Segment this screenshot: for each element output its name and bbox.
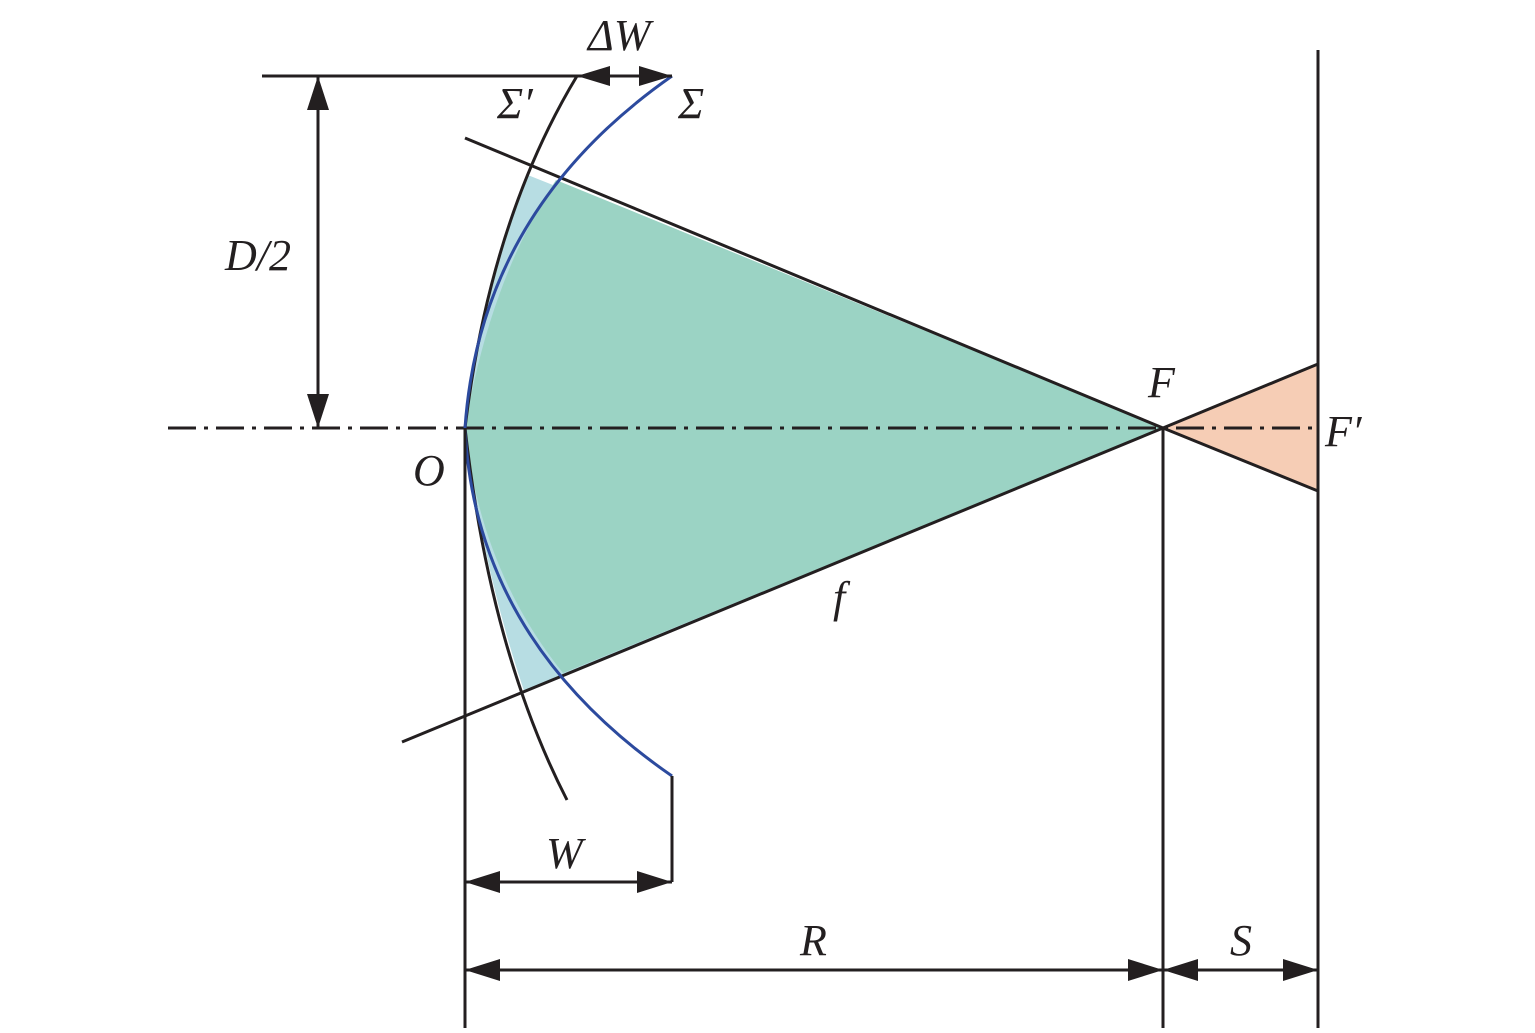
delta-w-arrow-right — [639, 66, 672, 86]
upper-ray-line — [464, 136, 1164, 430]
d-half-arrow-bottom — [307, 394, 329, 428]
s-arrow-right — [1283, 959, 1318, 981]
r-label: R — [799, 916, 827, 965]
focus-point-label: F — [1147, 358, 1176, 407]
r-arrow-left — [465, 959, 500, 981]
d-half-label: D/2 — [224, 231, 291, 280]
f-prime-label: F′ — [1324, 407, 1363, 456]
w-arrow-left — [465, 871, 500, 893]
focal-length-label: f — [833, 573, 851, 622]
delta-w-arrow-left — [577, 66, 610, 86]
s-arrow-left — [1163, 959, 1198, 981]
spot-upper-line — [1162, 362, 1319, 430]
s-label: S — [1230, 916, 1252, 965]
origin-label: O — [413, 446, 445, 495]
lower-ray-line — [401, 426, 1164, 744]
spot-lower-line — [1162, 426, 1319, 493]
w-arrow-right — [637, 871, 672, 893]
sigma-label: Σ — [677, 79, 704, 128]
w-label: W — [546, 829, 586, 878]
sigma-prime-label: Σ′ — [496, 79, 534, 128]
r-arrow-right — [1128, 959, 1163, 981]
d-half-arrow-top — [307, 76, 329, 110]
delta-w-label: ΔW — [586, 11, 654, 60]
